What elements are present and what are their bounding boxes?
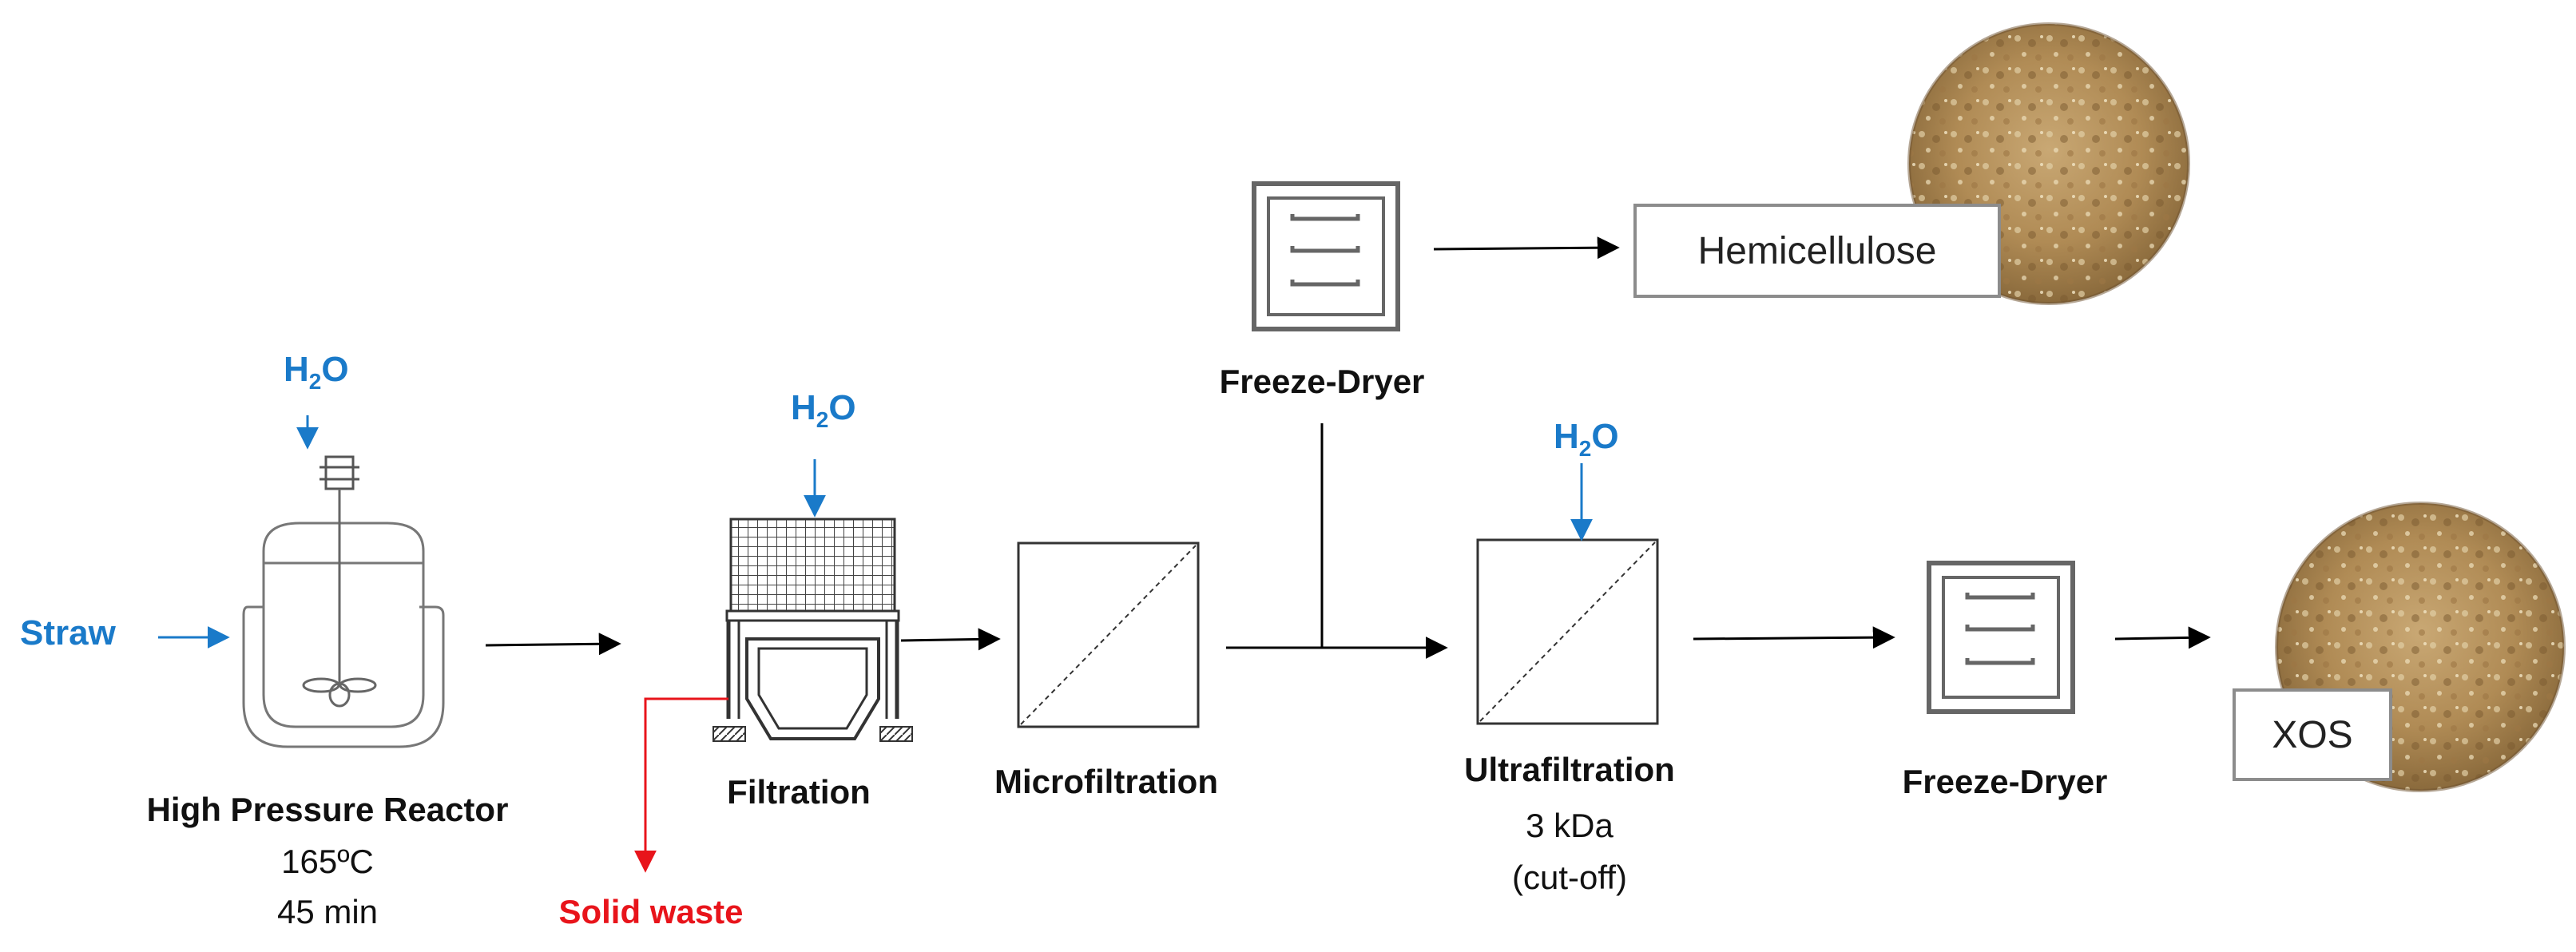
water-inlet-arrows <box>158 415 1593 649</box>
ultrafiltration-water-label: H2O <box>1554 417 1619 461</box>
ultrafiltration-label: Ultrafiltration <box>1464 751 1675 788</box>
filtration-label: Filtration <box>727 773 871 811</box>
freeze-dryer-bottom-label: Freeze-Dryer <box>1902 763 2108 800</box>
hemicellulose-product-box: Hemicellulose <box>1633 204 2001 298</box>
solid-waste-arrow <box>634 697 728 873</box>
microfiltration-label: Microfiltration <box>994 763 1218 800</box>
straw-input-label: Straw <box>20 613 116 653</box>
filter-press-icon <box>712 518 913 742</box>
solid-waste-label: Solid waste <box>558 893 744 930</box>
reactor-time-label: 45 min <box>276 893 379 930</box>
reactor-temperature-label: 165ºC <box>281 843 374 880</box>
ultrafiltration-cutoff-note: (cut-off) <box>1512 859 1627 896</box>
ultrafiltration-cutoff-value: 3 kDa <box>1526 807 1613 844</box>
reactor-icon <box>242 455 445 748</box>
freeze-dryer-top-label: Freeze-Dryer <box>1219 363 1425 400</box>
freeze-dryer-bottom-icon <box>1927 561 2075 714</box>
process-flow-arrows <box>485 236 2211 659</box>
reactor-water-label: H2O <box>284 350 349 394</box>
microfiltration-membrane-icon <box>1017 541 1200 728</box>
reactor-name-label: High Pressure Reactor <box>146 791 509 828</box>
filtration-water-label: H2O <box>791 388 856 432</box>
xos-product-box: XOS <box>2233 688 2392 781</box>
freeze-dryer-top-icon <box>1252 181 1400 331</box>
ultrafiltration-membrane-icon <box>1476 538 1659 725</box>
